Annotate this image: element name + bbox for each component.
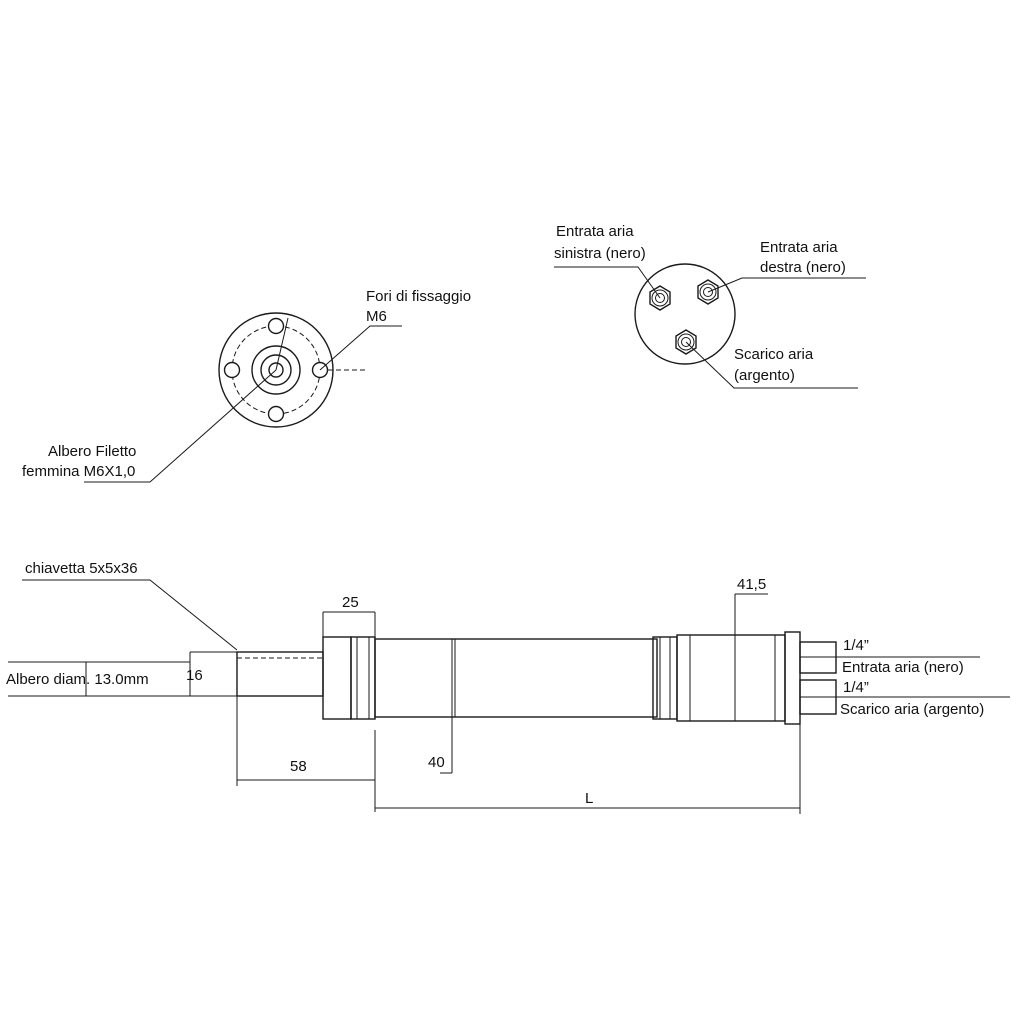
mounting-holes-leader	[319, 325, 402, 371]
mounting-holes-label-line1: Fori di fissaggio	[366, 288, 471, 305]
shaft-thread-label-line2: femmina M6X1,0	[22, 463, 135, 480]
left-inlet-fitting-inner	[655, 293, 665, 303]
left-inlet-label-line1: Entrata aria	[556, 223, 634, 240]
flange-block	[322, 636, 352, 720]
rear-body-outline	[634, 263, 736, 365]
exhaust-nut	[675, 329, 697, 355]
flange-collar	[350, 636, 376, 720]
shaft	[236, 651, 324, 697]
dim-41-5: 41,5	[737, 576, 766, 593]
mounting-holes-label-line2: M6	[366, 308, 387, 325]
exhaust-fitting-inner	[681, 337, 691, 347]
exhaust-label-line1: Scarico aria	[734, 346, 814, 363]
key-leader	[22, 579, 238, 651]
mounting-hole-top	[267, 317, 285, 335]
dim-58: 58	[290, 758, 307, 775]
hub-mid	[260, 354, 292, 386]
rear-view: Entrata aria sinistra (nero) Entrata ari…	[554, 223, 866, 389]
key-label: chiavetta 5x5x36	[25, 560, 138, 577]
dim-16: 16	[186, 667, 203, 684]
left-inlet-fitting-outer	[651, 289, 669, 307]
dim-25: 25	[342, 594, 359, 611]
dim-40: 40	[428, 754, 445, 771]
right-inlet-fitting-outer	[699, 283, 717, 301]
exhaust-label-line2: (argento)	[734, 367, 795, 384]
dim-L: L	[585, 790, 593, 807]
hub-outer	[251, 345, 301, 395]
right-inlet-leader	[707, 277, 866, 293]
exhaust-port-size: 1/4”	[843, 679, 869, 696]
front-view: Fori di fissaggio M6 Albero Filetto femm…	[22, 288, 471, 483]
exhaust-port-label: Scarico aria (argento)	[840, 701, 984, 718]
right-inlet-label-line2: destra (nero)	[760, 259, 846, 276]
motor-body	[374, 638, 658, 718]
shaft-diameter-label: Albero diam. 13.0mm	[6, 671, 149, 688]
shaft-thread-leader	[84, 369, 277, 483]
right-inlet-label-line1: Entrata aria	[760, 239, 838, 256]
left-inlet-leader	[554, 266, 661, 299]
exhaust-leader	[685, 341, 858, 389]
left-inlet-label-line2: sinistra (nero)	[554, 245, 646, 262]
side-view: 1/4” Entrata aria (nero) 1/4” Scarico ar…	[6, 560, 1010, 814]
inlet-port-label: Entrata aria (nero)	[842, 659, 964, 676]
left-inlet-nut	[649, 285, 671, 311]
thread-mark	[275, 317, 289, 371]
mounting-hole-left	[223, 361, 241, 379]
rear-housing	[676, 634, 786, 722]
end-cap	[784, 631, 801, 725]
right-inlet-nut	[697, 279, 719, 305]
right-inlet-fitting-inner	[703, 287, 713, 297]
shaft-thread-label-line1: Albero Filetto	[48, 443, 136, 460]
shaft-bore	[268, 362, 284, 378]
mounting-hole-bottom	[267, 405, 285, 423]
inlet-port-size: 1/4”	[843, 637, 869, 654]
exhaust-fitting-outer	[677, 333, 695, 351]
